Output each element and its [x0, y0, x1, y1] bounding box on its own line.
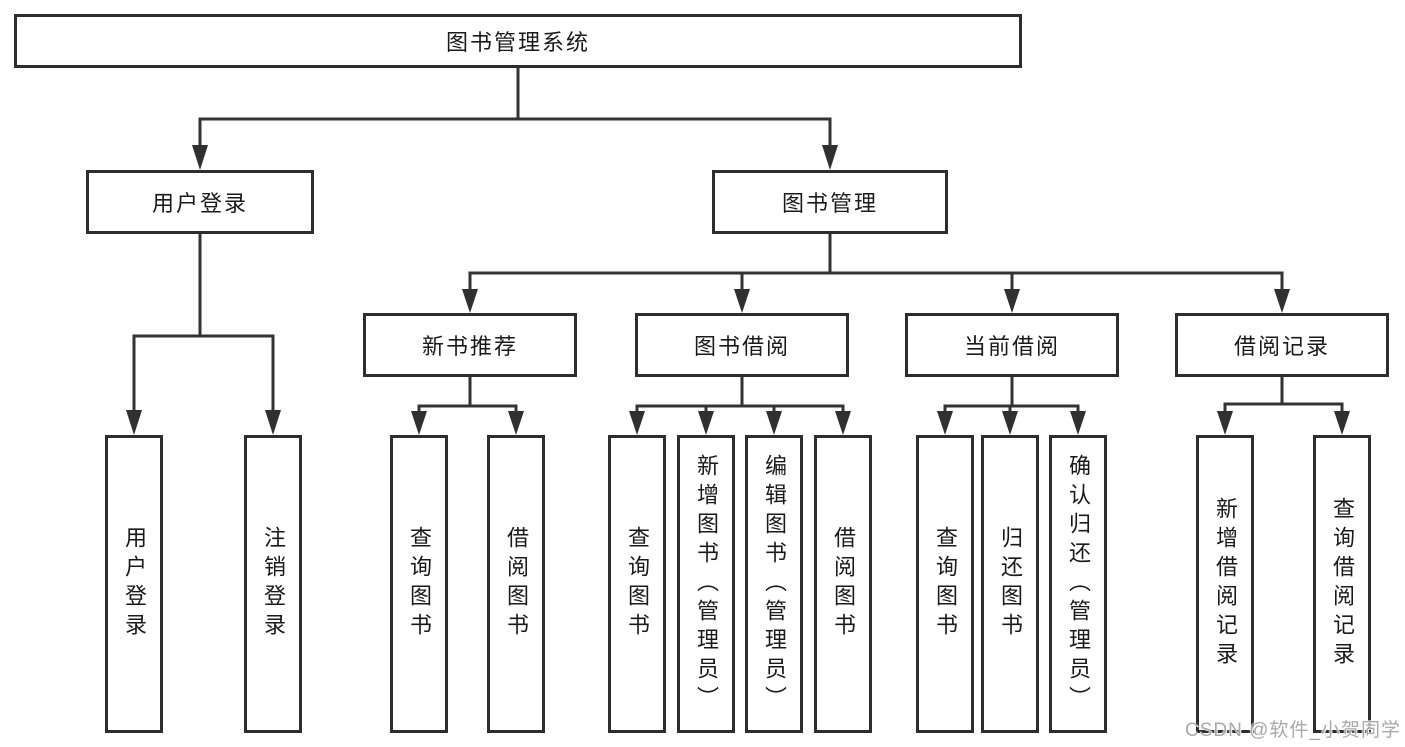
node-label: 借阅记录: [1233, 334, 1330, 359]
leaf-return-books: 归还图书: [981, 435, 1039, 733]
leaf-logout: 注销登录: [244, 435, 302, 733]
node-label: 确认归还（管理员）: [1066, 453, 1091, 715]
node-label: 用户登录: [151, 191, 248, 216]
node-user-login: 用户登录: [86, 170, 314, 234]
node-label: 借阅图书: [831, 526, 856, 642]
node-label: 编辑图书（管理员）: [762, 453, 787, 715]
node-label: 查询借阅记录: [1330, 497, 1355, 671]
node-label: 图书管理系统: [445, 30, 590, 55]
node-label: 当前借阅: [963, 334, 1060, 359]
arrowheads: [126, 145, 1350, 435]
leaf-add-books-admin: 新增图书（管理员）: [677, 435, 735, 733]
leaf-edit-books-admin: 编辑图书（管理员）: [745, 435, 803, 733]
node-book-borrowing: 图书借阅: [635, 313, 849, 377]
node-label: 图书借阅: [693, 334, 790, 359]
node-book-management: 图书管理: [712, 170, 948, 234]
leaf-query-books-borrow: 查询图书: [608, 435, 666, 733]
leaf-borrow-books: 借阅图书: [814, 435, 872, 733]
node-label: 用户登录: [122, 526, 147, 642]
node-current-borrowing: 当前借阅: [905, 313, 1119, 377]
leaf-query-books-current: 查询图书: [916, 435, 974, 733]
node-label: 注销登录: [261, 526, 286, 642]
node-label: 借阅图书: [504, 526, 529, 642]
node-label: 查询图书: [625, 526, 650, 642]
node-label: 图书管理: [781, 191, 878, 216]
leaf-borrow-books-recommend: 借阅图书: [487, 435, 545, 733]
node-label: 归还图书: [998, 526, 1023, 642]
node-library-management-system: 图书管理系统: [14, 14, 1022, 68]
node-new-book-recommendation: 新书推荐: [363, 313, 577, 377]
node-label: 新增借阅记录: [1213, 497, 1238, 671]
leaf-confirm-return-admin: 确认归还（管理员）: [1049, 435, 1107, 733]
node-borrowing-records: 借阅记录: [1175, 313, 1389, 377]
csdn-watermark: CSDN @软件_小贺同学: [1185, 720, 1401, 741]
node-label: 查询图书: [933, 526, 958, 642]
leaf-user-login: 用户登录: [105, 435, 163, 733]
node-label: 新书推荐: [421, 334, 518, 359]
node-label: 查询图书: [407, 526, 432, 642]
leaf-add-borrow-record: 新增借阅记录: [1196, 435, 1254, 733]
node-label: 新增图书（管理员）: [694, 453, 719, 715]
leaf-query-books-recommend: 查询图书: [390, 435, 448, 733]
leaf-query-borrow-record: 查询借阅记录: [1313, 435, 1371, 733]
